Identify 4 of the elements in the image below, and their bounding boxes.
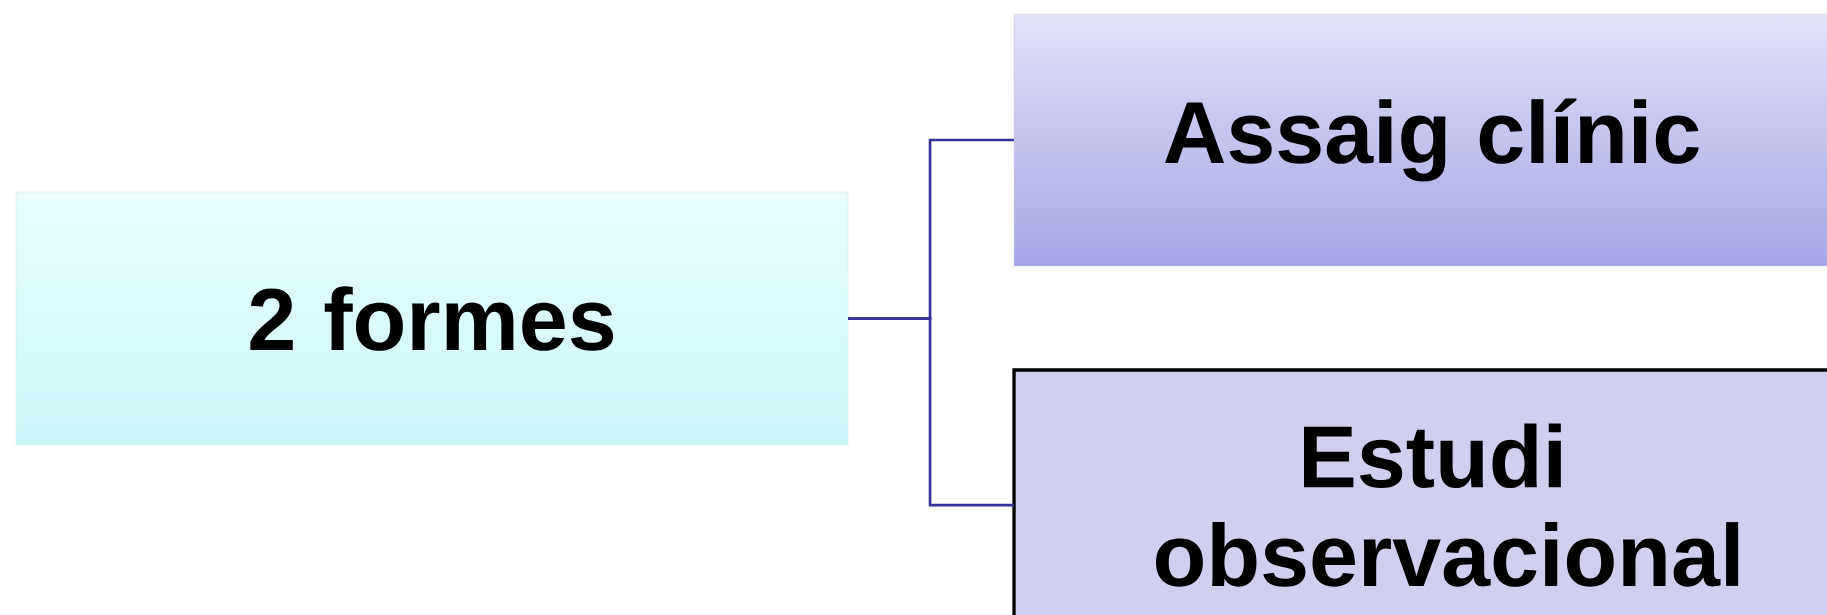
connector-line — [848, 317, 1015, 507]
root-box: 2 formes — [15, 191, 849, 446]
category-box: Estudi observacional — [1012, 368, 1827, 615]
category-box: Assaig clínic — [1013, 13, 1827, 267]
